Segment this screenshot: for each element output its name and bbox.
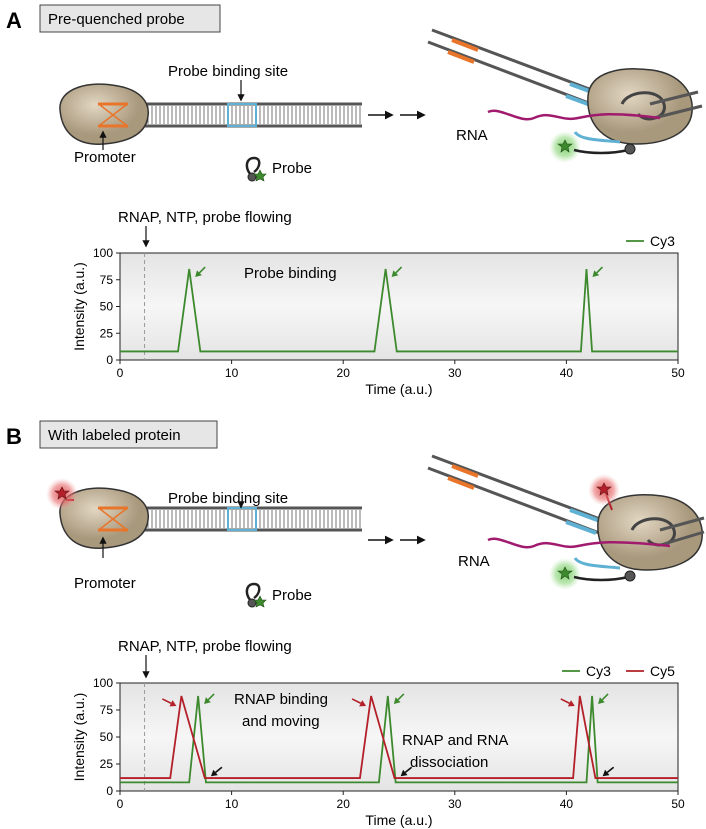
panel-letter: B	[6, 424, 22, 449]
legend-label: Cy3	[650, 233, 675, 249]
y-tick-label: 25	[100, 757, 114, 771]
x-axis-label: Time (a.u.)	[365, 381, 432, 397]
annotation-arrow-green	[207, 693, 215, 701]
y-tick-label: 75	[100, 703, 114, 717]
x-tick-label: 30	[448, 366, 462, 380]
annotation-arrowhead	[400, 769, 408, 777]
panel-title: Pre-quenched probe	[48, 11, 185, 28]
y-tick-label: 100	[93, 246, 113, 260]
annotation-arrowhead	[169, 700, 177, 707]
legend-label: Cy5	[650, 663, 675, 679]
promoter-label: Promoter	[74, 575, 136, 592]
plot-area	[119, 252, 679, 361]
x-tick-label: 10	[225, 797, 239, 811]
annotation-arrow-green	[596, 266, 604, 274]
series-line-cy3	[120, 268, 678, 353]
annotation-arrow-green	[601, 693, 609, 701]
probe-icon	[245, 156, 267, 182]
x-tick-label: 40	[560, 797, 574, 811]
annotation-arrow-red	[162, 698, 172, 704]
y-tick-label: 50	[100, 730, 114, 744]
panel-a: A Pre-quenched probe Promoter Probe bind…	[6, 4, 703, 397]
annotation-arrow-black	[606, 766, 615, 774]
x-tick-label: 50	[671, 797, 685, 811]
probe-binding-annotation: Probe binding	[244, 265, 337, 282]
y-axis-label: Intensity (a.u.)	[71, 262, 87, 351]
flow-label: RNAP, NTP, probe flowing	[118, 638, 292, 655]
x-tick-label: 0	[117, 366, 124, 380]
x-tick-label: 10	[225, 366, 239, 380]
annotation-arrowhead	[592, 270, 600, 278]
annotation-arrow-black	[404, 766, 413, 774]
annotation-arrowhead	[359, 700, 367, 707]
y-axis-label: Intensity (a.u.)	[71, 693, 87, 782]
x-axis-label: Time (a.u.)	[365, 812, 432, 828]
probe-label: Probe	[272, 587, 312, 604]
panel-title: With labeled protein	[48, 427, 181, 444]
dissociation-annotation: RNAP and RNA	[402, 732, 508, 749]
binding-site-label: Probe binding site	[168, 63, 288, 80]
panel-title-box	[39, 420, 218, 449]
series-line-cy5	[120, 695, 678, 779]
y-tick-label: 0	[106, 353, 113, 367]
flow-label: RNAP, NTP, probe flowing	[118, 209, 292, 226]
x-tick-label: 40	[560, 366, 574, 380]
rnap-binding-annotation: RNAP binding	[234, 691, 328, 708]
y-tick-label: 100	[93, 676, 113, 690]
x-tick-label: 30	[448, 797, 462, 811]
panel-title-box	[39, 4, 221, 33]
x-tick-label: 50	[671, 366, 685, 380]
panel-letter: A	[6, 8, 22, 33]
elongation-complex	[427, 454, 705, 590]
y-tick-label: 75	[100, 273, 114, 287]
binding-site-label: Probe binding site	[168, 490, 288, 507]
y-tick-label: 25	[100, 326, 114, 340]
annotation-arrow-red	[351, 698, 362, 704]
annotation-arrow-black	[215, 766, 223, 774]
rna-polymerase	[59, 83, 149, 145]
annotation-arrowhead	[204, 697, 211, 704]
elongation-complex	[427, 28, 703, 163]
rna-polymerase	[46, 478, 149, 549]
annotation-arrowhead	[391, 270, 399, 278]
y-tick-label: 0	[106, 784, 113, 798]
rna-label: RNA	[458, 553, 490, 570]
rnap-moving-annotation: and moving	[242, 713, 320, 730]
dissociation-annotation-line2: dissociation	[410, 754, 488, 771]
annotation-arrow-red	[560, 698, 570, 704]
x-tick-label: 20	[337, 797, 351, 811]
rna-label: RNA	[456, 127, 488, 144]
y-tick-label: 50	[100, 300, 114, 314]
legend-label: Cy3	[586, 663, 611, 679]
annotation-arrowhead	[210, 769, 218, 777]
x-tick-label: 20	[337, 366, 351, 380]
probe-icon	[245, 582, 267, 608]
annotation-arrow-green	[397, 693, 405, 701]
annotation-arrowhead	[195, 270, 202, 278]
annotation-arrowhead	[393, 697, 401, 704]
probe-binding-site	[227, 103, 257, 127]
x-tick-label: 0	[117, 797, 124, 811]
promoter-label: Promoter	[74, 149, 136, 166]
annotation-arrowhead	[602, 769, 610, 777]
panel-b: B With labeled protein Promoter Probe bi…	[6, 420, 705, 828]
annotation-arrow-green	[198, 266, 206, 274]
annotation-arrow-green	[395, 266, 403, 274]
probe-label: Probe	[272, 160, 312, 177]
annotation-arrowhead	[567, 700, 575, 707]
annotation-arrowhead	[598, 697, 605, 704]
